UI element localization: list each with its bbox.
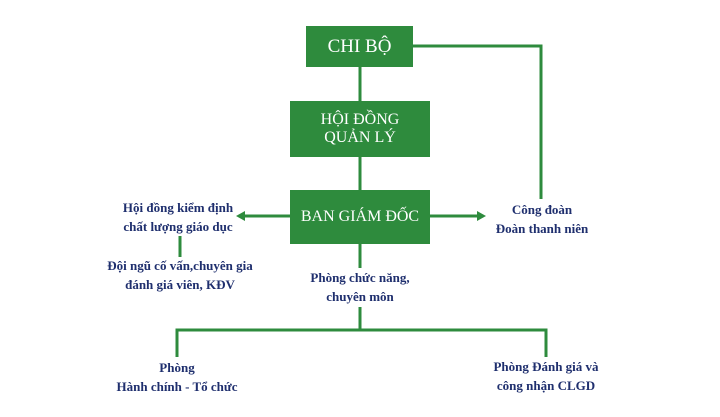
label-hoi-dong-kiem-dinh: Hội đồng kiểm định chất lượng giáo dục (100, 198, 256, 236)
box-ban-giam-doc: BAN GIÁM ĐỐC (290, 190, 430, 244)
cong-doan-line2: Đoàn thanh niên (495, 221, 589, 236)
ban-giam-doc-label: BAN GIÁM ĐỐC (300, 207, 420, 225)
doi-ngu-line1: Đội ngũ cố vấn,chuyên gia (107, 258, 253, 273)
chi-bo-label: CHI BỘ (327, 35, 392, 57)
label-doi-ngu: Đội ngũ cố vấn,chuyên gia đánh giá viên,… (90, 256, 270, 294)
doi-ngu-line2: đánh giá viên, KĐV (125, 277, 235, 292)
phong-danh-gia-line1: Phòng Đánh giá và (493, 359, 599, 374)
hoi-dong-quan-ly-line2: QUẢN LÝ (324, 129, 396, 146)
connector-chibo-congdoan (413, 44, 543, 199)
hoi-dong-quan-ly-line1: HỘI ĐỒNG (320, 110, 400, 128)
arrowhead-right (477, 211, 486, 221)
hoi-dong-kiem-dinh-line2: chất lượng giáo dục (123, 219, 233, 234)
phong-hanh-chinh-line1: Phòng (159, 360, 195, 375)
arrowhead-left (236, 211, 245, 221)
box-chi-bo: CHI BỘ (306, 26, 413, 67)
label-phong-chuc-nang: Phòng chức năng, chuyên môn (290, 268, 430, 306)
cong-doan-line1: Công đoàn (511, 202, 573, 217)
label-phong-danh-gia: Phòng Đánh giá và công nhận CLGD (476, 357, 616, 395)
hoi-dong-kiem-dinh-line1: Hội đồng kiểm định (122, 200, 234, 215)
label-phong-hanh-chinh: Phòng Hành chính - Tổ chức (102, 358, 252, 396)
label-cong-doan: Công đoàn Đoàn thanh niên (480, 200, 604, 238)
phong-chuc-nang-line2: chuyên môn (326, 289, 394, 304)
connector-bus (175, 328, 548, 357)
box-hoi-dong-quan-ly: HỘI ĐỒNG QUẢN LÝ (290, 101, 430, 157)
phong-danh-gia-line2: công nhận CLGD (496, 378, 596, 393)
phong-hanh-chinh-line2: Hành chính - Tổ chức (116, 379, 238, 394)
phong-chuc-nang-line1: Phòng chức năng, (310, 270, 410, 285)
